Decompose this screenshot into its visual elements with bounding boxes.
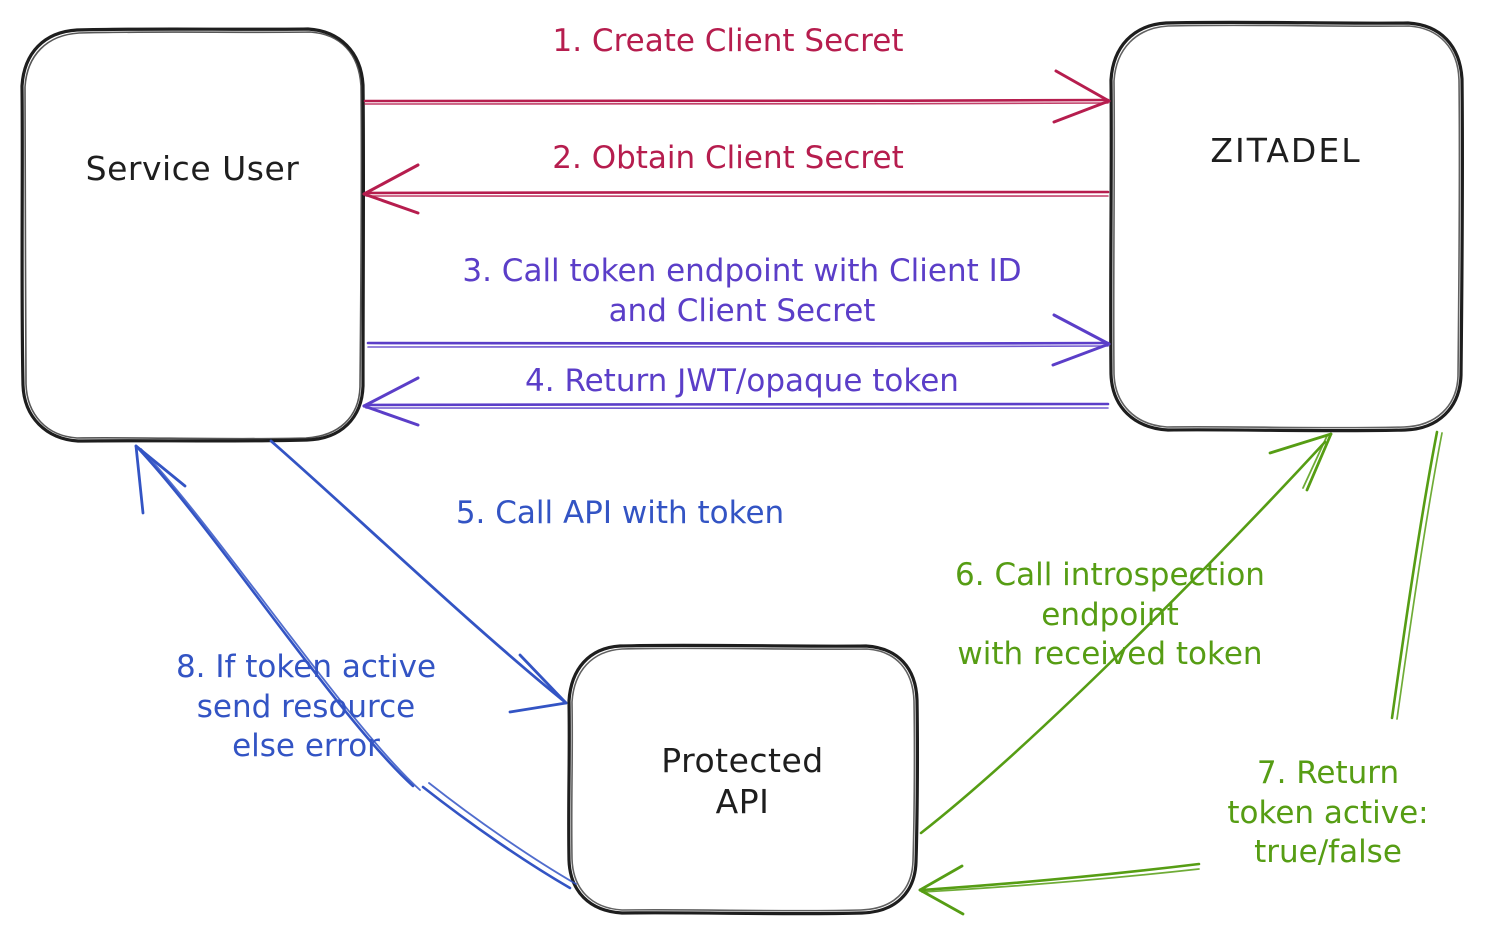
node-protected-api-outline-sketch2 <box>570 647 916 912</box>
node-zitadel[interactable] <box>1109 20 1465 433</box>
edge-4-arrow <box>362 376 1110 427</box>
edge-2-arrow <box>362 163 1110 215</box>
node-protected-api[interactable] <box>567 643 920 916</box>
node-service-user-outline-sketch2 <box>24 31 363 440</box>
node-service-user[interactable] <box>20 27 366 443</box>
edge-5-arrow <box>269 439 568 714</box>
node-zitadel-outline <box>1109 20 1465 433</box>
edge-7-arrow <box>918 430 1443 916</box>
node-service-user-outline <box>20 27 366 443</box>
node-zitadel-outline-sketch2 <box>1112 24 1461 429</box>
edge-1-arrow <box>363 69 1111 124</box>
edge-8-arrow <box>134 444 577 890</box>
edge-3-arrow <box>366 313 1111 367</box>
edge-6-arrow <box>919 432 1333 835</box>
node-protected-api-outline <box>567 643 920 916</box>
